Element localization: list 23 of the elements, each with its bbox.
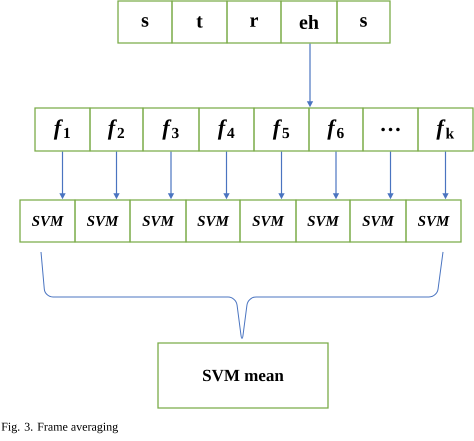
phoneme-box: eh (280, 0, 338, 44)
classifier-box: SVM (19, 199, 76, 243)
classifier-box: SVM (295, 199, 351, 243)
phoneme-box: t (171, 0, 228, 44)
frame-box: f$_{4}$ (198, 107, 255, 152)
classifier-box: SVM (239, 199, 297, 243)
frame-box: f$_{5}$ (253, 107, 310, 152)
phoneme-box: s (336, 0, 391, 44)
caption: Fig. 3. Frame averaging (2, 422, 118, 434)
frame-box: f$_{6}$ (308, 107, 364, 152)
frame-box: f$_{3}$ (142, 107, 200, 152)
phoneme-box: s (117, 0, 173, 44)
phoneme-box: r (226, 0, 282, 44)
output-box: SVM mean (157, 342, 329, 409)
frame-box: f$_{k}$ (417, 107, 474, 152)
classifier-box: SVM (74, 199, 131, 243)
frame-box: f$_{1}$ (34, 107, 91, 152)
classifier-box: SVM (185, 199, 241, 243)
frame-box: … (362, 107, 419, 152)
classifier-box: SVM (129, 199, 187, 243)
frame-box: f$_{2}$ (89, 107, 144, 152)
classifier-box: SVM (405, 199, 462, 243)
classifier-box: SVM (349, 199, 407, 243)
